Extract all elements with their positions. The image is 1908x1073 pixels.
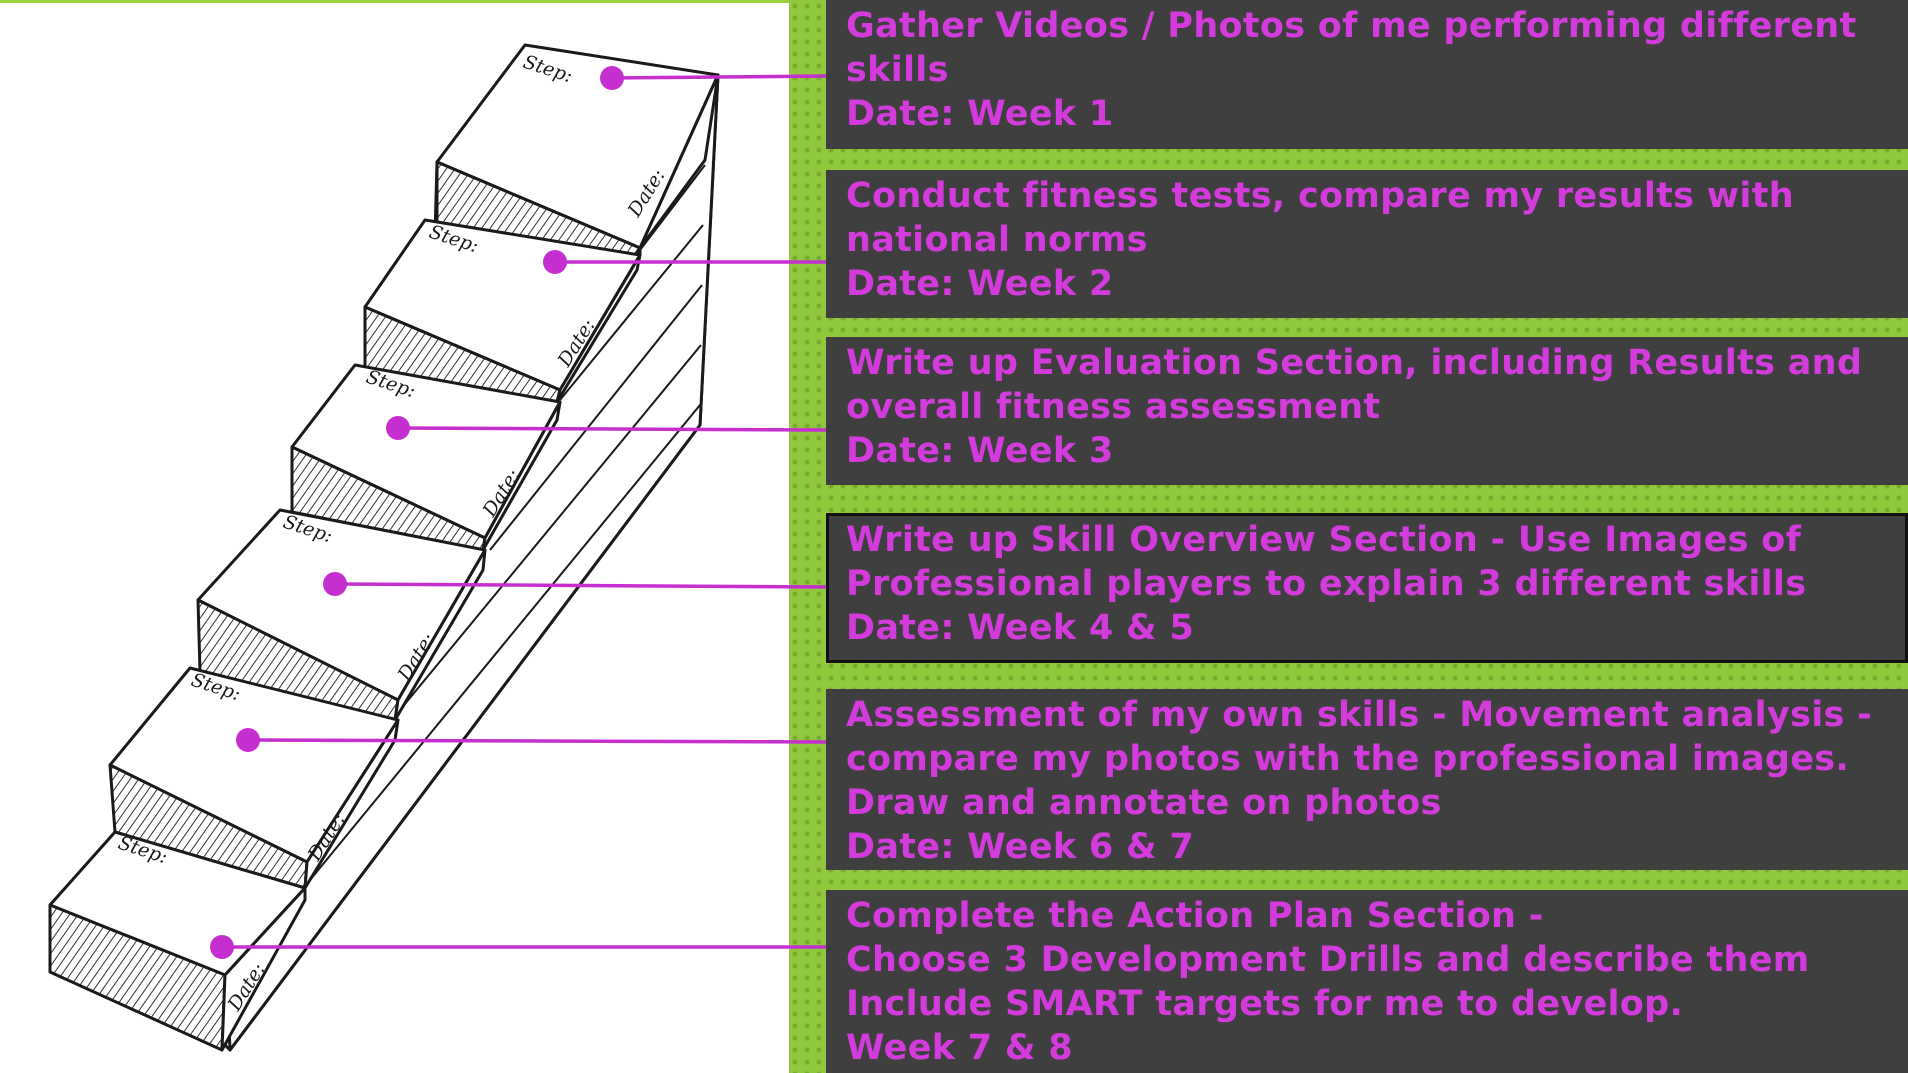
step-6-line-2: Choose 3 Development Drills and describe… bbox=[846, 940, 1810, 980]
step-5-line-3: Draw and annotate on photos bbox=[846, 783, 1442, 823]
connector-dots bbox=[210, 66, 624, 959]
connector-5 bbox=[247, 738, 829, 744]
step-6-line-3: Include SMART targets for me to develop. bbox=[846, 984, 1684, 1024]
step-3-line-1: Write up Evaluation Section, including R… bbox=[846, 343, 1863, 383]
stair-side-3 bbox=[481, 400, 562, 552]
connector-4 bbox=[334, 582, 829, 589]
step-box-6: Complete the Action Plan Section - Choos… bbox=[826, 890, 1908, 1073]
step-box-4[interactable]: Write up Skill Overview Section - Use Im… bbox=[826, 513, 1908, 663]
step-4-line-2: Professional players to explain 3 differ… bbox=[846, 564, 1807, 604]
stair-side-1 bbox=[633, 73, 720, 257]
dot-1 bbox=[600, 66, 624, 90]
step-3-line-2: overall fitness assessment bbox=[846, 387, 1381, 427]
dot-6 bbox=[210, 935, 234, 959]
dot-5 bbox=[236, 728, 260, 752]
stair-side-4 bbox=[393, 548, 487, 722]
step-4-line-3: Date: Week 4 & 5 bbox=[846, 608, 1195, 648]
step-4-line-1: Write up Skill Overview Section - Use Im… bbox=[846, 520, 1802, 560]
step-2-line-2: national norms bbox=[846, 220, 1148, 260]
step-5-line-1: Assessment of my own skills - Movement a… bbox=[846, 695, 1872, 735]
step-box-2: Conduct fitness tests, compare my result… bbox=[826, 170, 1908, 318]
step-2-line-3: Date: Week 2 bbox=[846, 264, 1114, 304]
step-5-line-2: compare my photos with the professional … bbox=[846, 739, 1849, 779]
dot-3 bbox=[386, 416, 410, 440]
step-box-1: Gather Videos / Photos of me performing … bbox=[826, 0, 1908, 149]
connector-1 bbox=[611, 74, 829, 80]
stair-side-6 bbox=[220, 886, 307, 1052]
step-6-line-1: Complete the Action Plan Section - bbox=[846, 896, 1544, 936]
dot-4 bbox=[323, 572, 347, 596]
step-6-line-4: Week 7 & 8 bbox=[846, 1028, 1073, 1068]
step-box-5: Assessment of my own skills - Movement a… bbox=[826, 689, 1908, 870]
step-3-line-3: Date: Week 3 bbox=[846, 431, 1114, 471]
connector-3 bbox=[397, 426, 829, 432]
step-box-3: Write up Evaluation Section, including R… bbox=[826, 337, 1908, 485]
step-1-line-2: skills bbox=[846, 50, 949, 90]
step-1-line-3: Date: Week 1 bbox=[846, 94, 1114, 134]
dot-2 bbox=[543, 250, 567, 274]
stair-side-2 bbox=[555, 253, 642, 404]
step-2-line-1: Conduct fitness tests, compare my result… bbox=[846, 176, 1794, 216]
connectors bbox=[222, 74, 829, 949]
step-5-line-4: Date: Week 6 & 7 bbox=[846, 827, 1195, 867]
step-1-line-1: Gather Videos / Photos of me performing … bbox=[846, 6, 1857, 46]
